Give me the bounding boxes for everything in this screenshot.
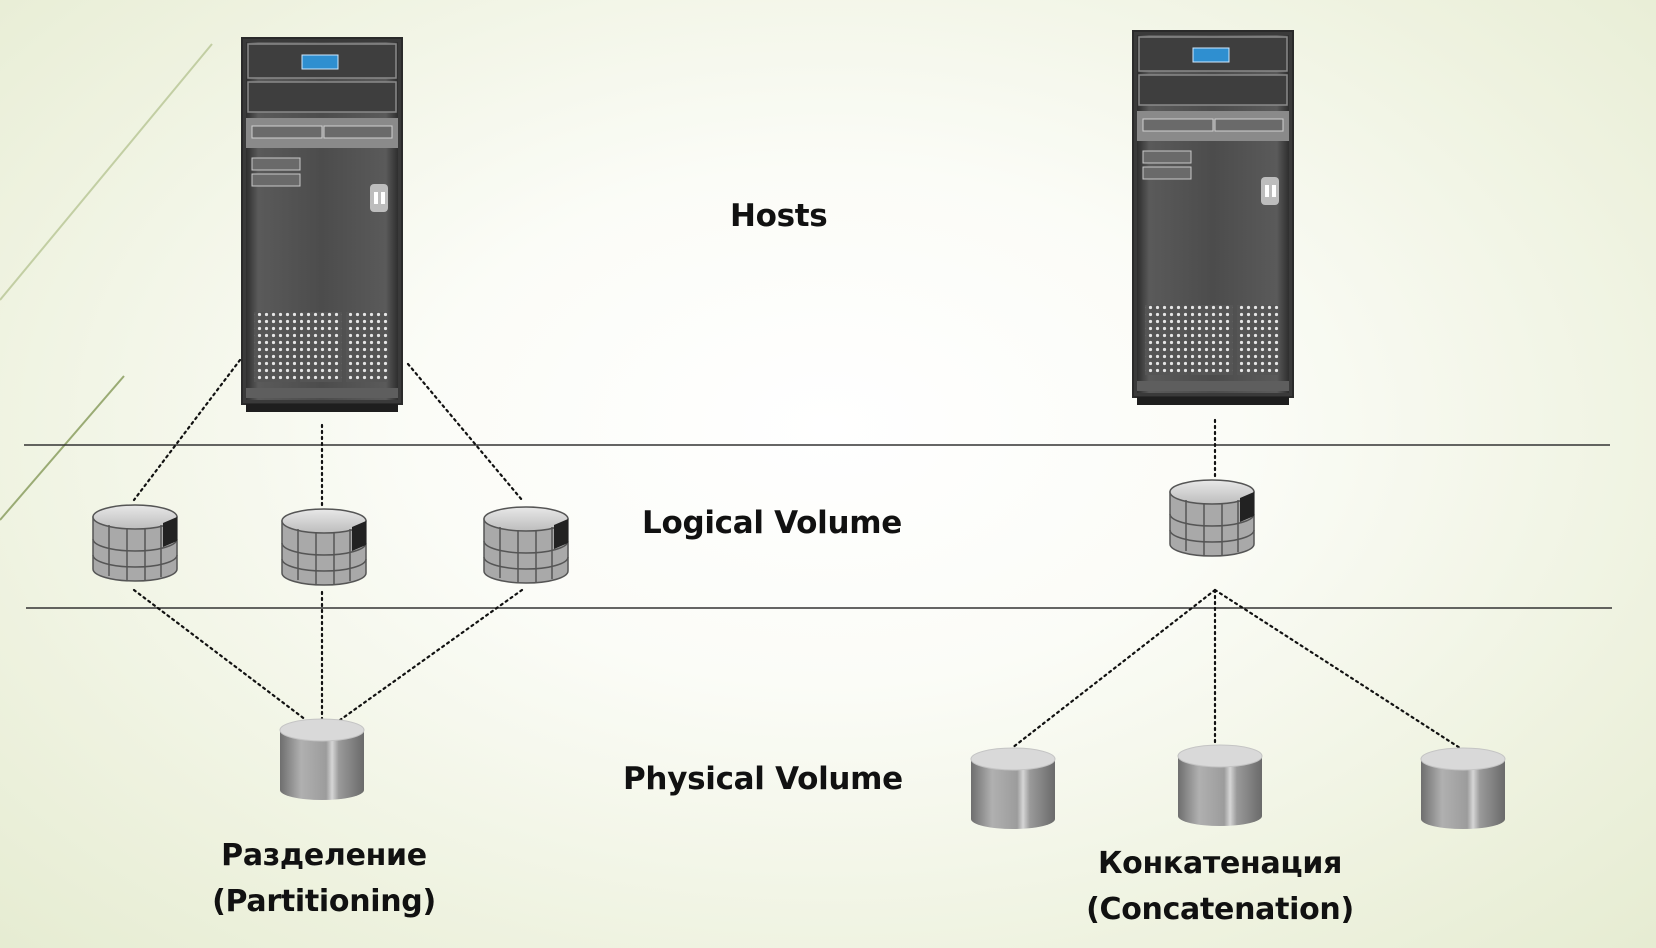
striped-disk-icon: [483, 506, 569, 584]
disk-cylinder-icon: [1420, 747, 1506, 830]
concatenation-caption-line2: (Concatenation): [1086, 892, 1354, 927]
striped-disk-icon: [92, 504, 178, 582]
concatenation-caption-line1: Конкатенация: [1097, 846, 1343, 881]
partitioning-caption-line2: (Partitioning): [212, 884, 436, 919]
connector: [132, 588, 308, 722]
disk-cylinder-icon: [970, 747, 1056, 830]
server-tower-icon: [241, 37, 403, 413]
concatenation-caption: Конкатенация (Concatenation): [1070, 841, 1370, 933]
physical-volume-label: Physical Volume: [623, 761, 903, 797]
logical-volume-label: Logical Volume: [642, 505, 902, 541]
disk-cylinder-icon: [279, 718, 365, 801]
accent-line-1: [0, 43, 213, 301]
striped-disk-icon: [1169, 479, 1255, 557]
partitioning-caption-line1: Разделение: [221, 838, 427, 873]
disk-cylinder-icon: [1177, 744, 1263, 827]
partitioning-caption: Разделение (Partitioning): [196, 833, 452, 925]
connector: [338, 588, 524, 722]
hosts-label: Hosts: [730, 198, 828, 234]
connector: [1213, 588, 1462, 750]
striped-disk-icon: [281, 508, 367, 586]
server-tower-icon: [1132, 30, 1294, 406]
connector: [132, 358, 242, 502]
accent-line-2: [0, 375, 125, 521]
connector: [406, 362, 524, 502]
connectors: [132, 358, 1462, 750]
connector: [1010, 588, 1217, 750]
